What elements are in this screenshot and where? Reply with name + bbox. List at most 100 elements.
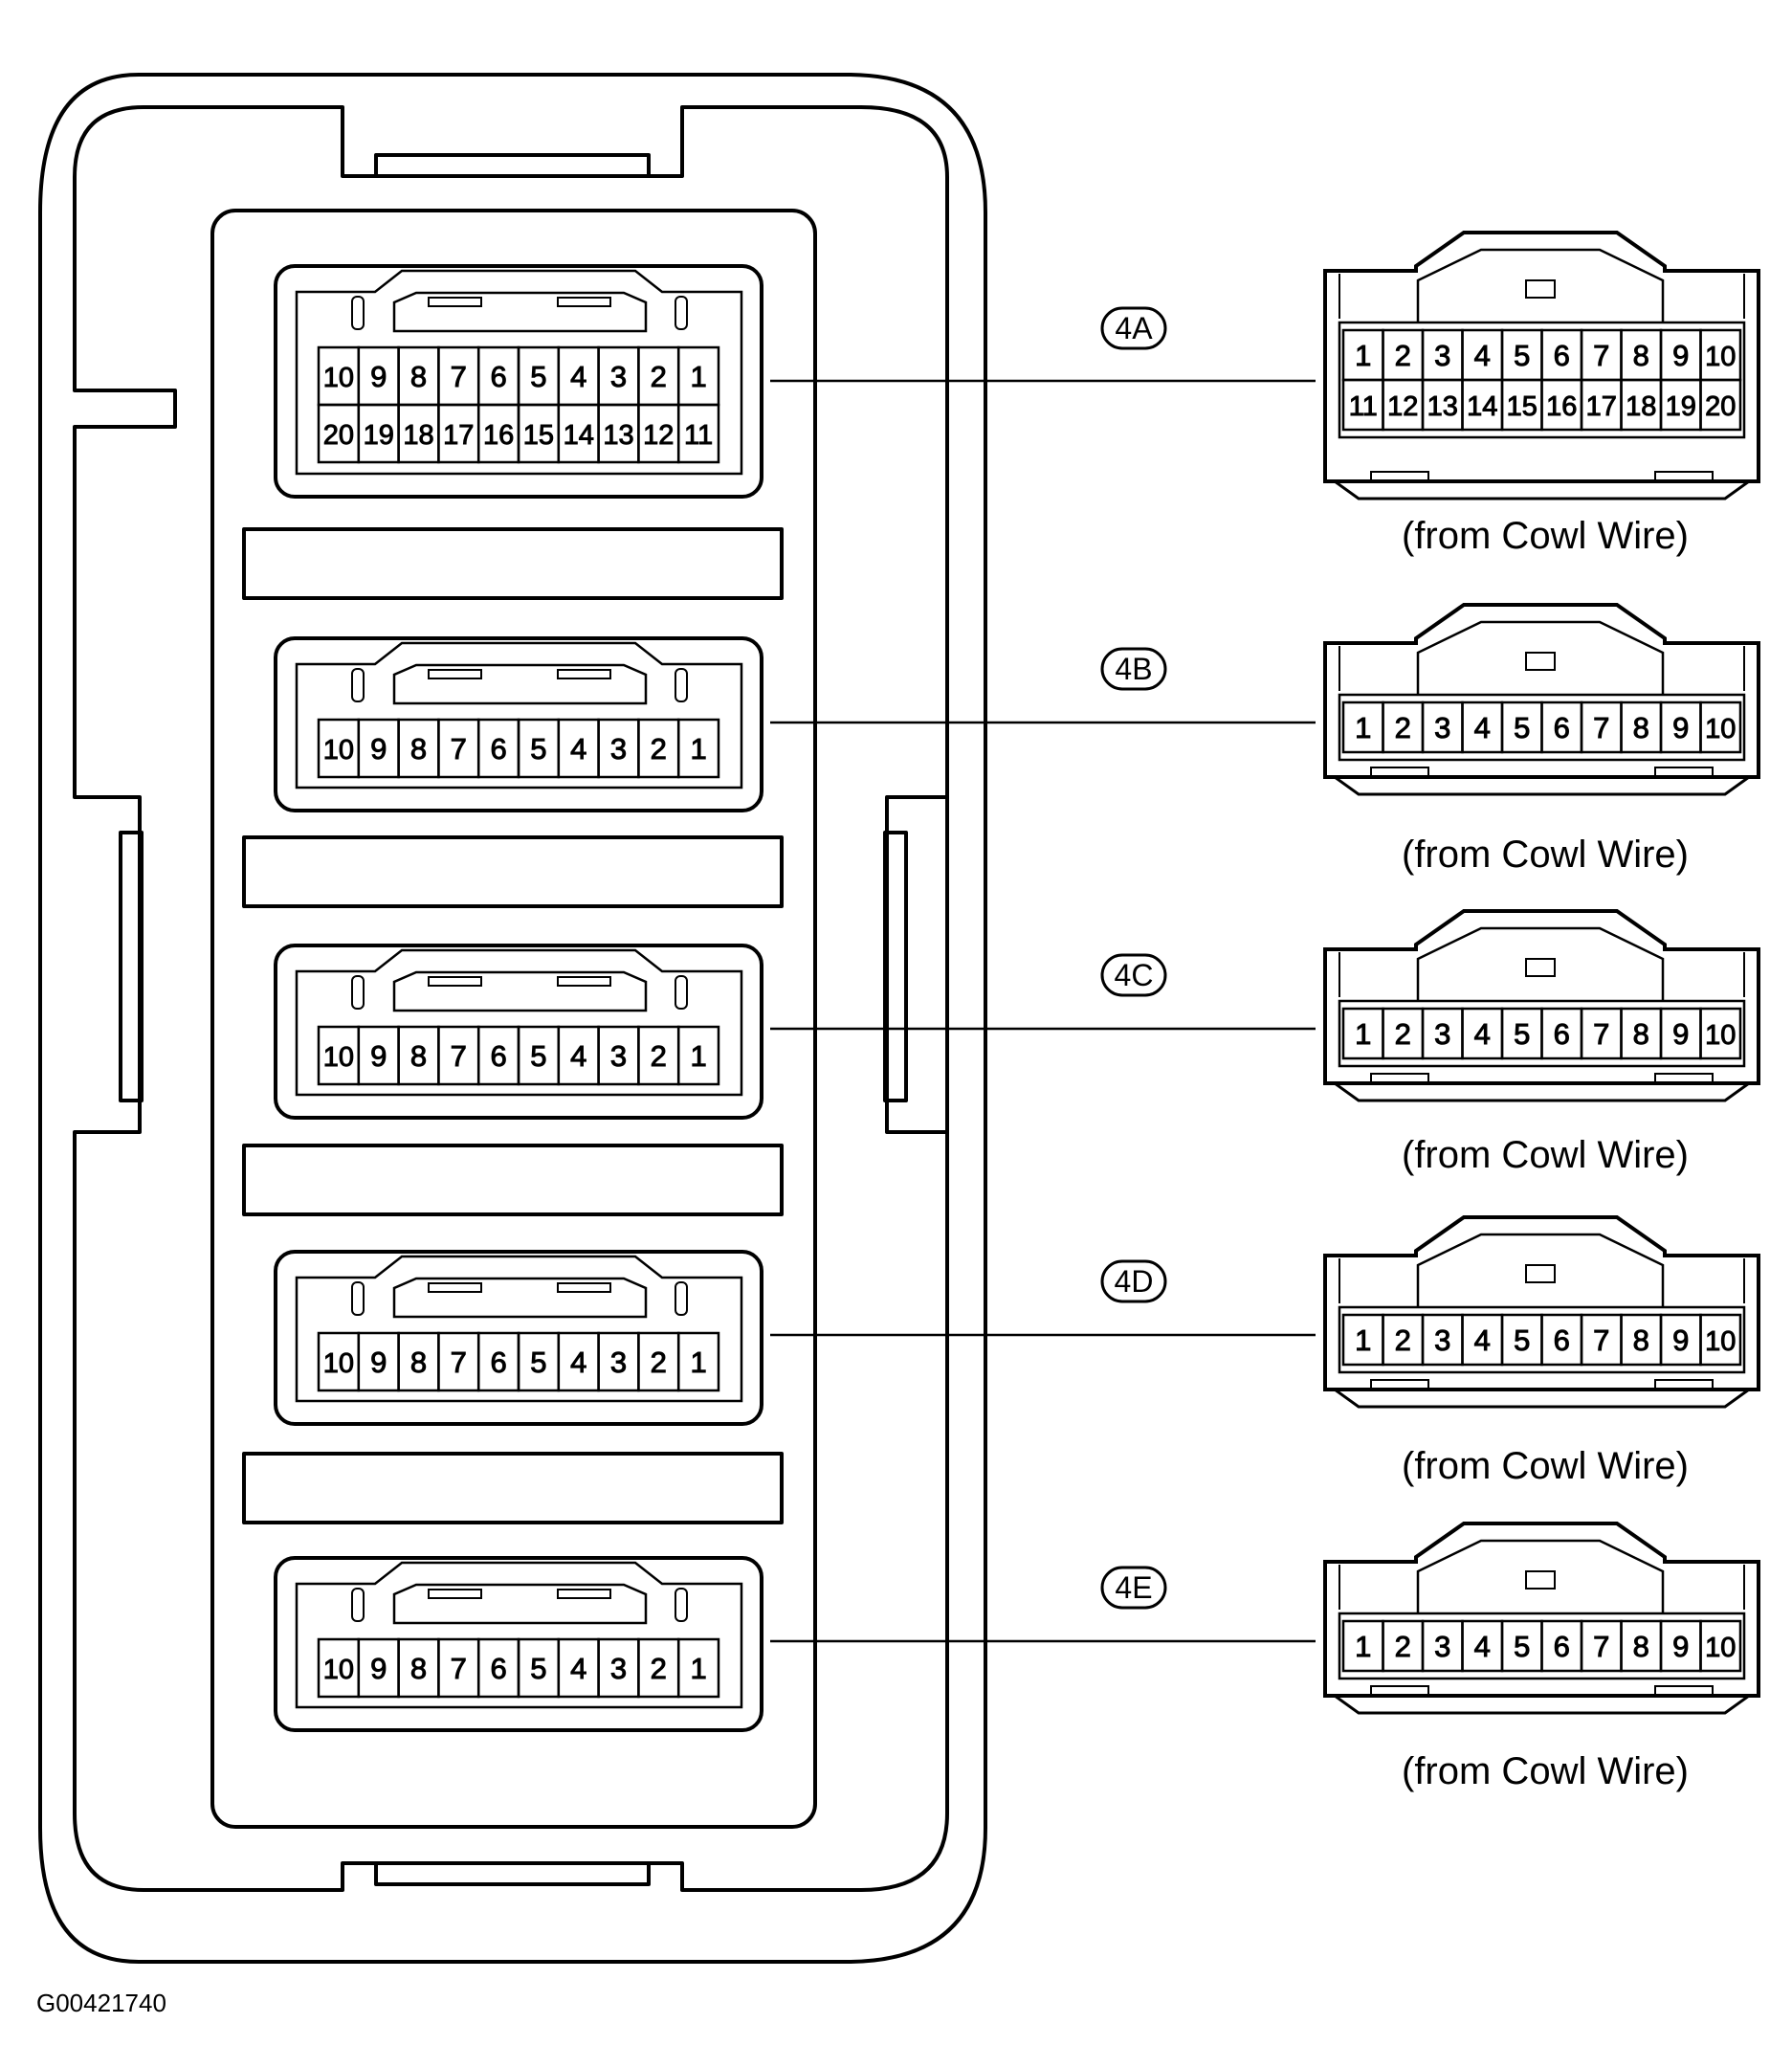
mating-pin-label: 8 xyxy=(1633,1630,1649,1663)
lock-slot xyxy=(1370,1379,1429,1390)
latch-slot xyxy=(428,1589,482,1599)
block-connector-outline xyxy=(274,1556,763,1732)
block-pin-label: 4 xyxy=(570,360,586,393)
block-pin-label: 5 xyxy=(530,1039,546,1073)
block-pin-label: 5 xyxy=(530,732,546,766)
block-pin-label: 4 xyxy=(570,1345,586,1379)
mating-connector-body xyxy=(1323,1522,1760,1698)
lock-slot xyxy=(1370,1685,1429,1697)
mating-pin-label: 1 xyxy=(1355,339,1371,372)
mating-pin-label: 3 xyxy=(1434,1630,1450,1663)
guide-post xyxy=(675,1281,688,1316)
connector-caption: (from Cowl Wire) xyxy=(1402,834,1689,876)
block-pin-cell xyxy=(676,1331,720,1392)
block-pin-label: 3 xyxy=(610,1652,627,1685)
mating-pin-label: 3 xyxy=(1434,339,1450,372)
lock-slot xyxy=(1370,1073,1429,1084)
block-pin-label: 9 xyxy=(370,360,387,393)
block-pin-label: 8 xyxy=(410,1039,427,1073)
block-pin-label: 4 xyxy=(570,732,586,766)
mating-pin-label: 8 xyxy=(1633,1017,1649,1051)
block-pin-label: 10 xyxy=(323,1348,354,1379)
block-pin-label: 8 xyxy=(410,360,427,393)
mating-pin-label: 2 xyxy=(1395,1017,1411,1051)
lock-slot xyxy=(1654,767,1714,778)
block-pin-label: 7 xyxy=(451,1039,467,1073)
mating-pin-label: 3 xyxy=(1434,1017,1450,1051)
connector-tag-bubble xyxy=(1100,953,1167,997)
figure-id: G00421740 xyxy=(36,1989,166,2017)
mating-pin-label: 16 xyxy=(1546,391,1577,422)
block-pin-cell xyxy=(676,718,720,779)
latch-hood xyxy=(1416,248,1665,323)
latch-slot xyxy=(557,297,611,307)
mating-pin-label: 10 xyxy=(1705,1326,1736,1357)
mating-pin-label: 4 xyxy=(1474,339,1491,372)
block-pin-label: 6 xyxy=(490,732,506,766)
block-pin-label: 5 xyxy=(530,360,546,393)
mating-pin-cell xyxy=(1699,700,1742,754)
block-pin-label: 6 xyxy=(490,1039,506,1073)
block-pin-label: 9 xyxy=(370,732,387,766)
latch xyxy=(392,970,648,1012)
block-pin-label: 12 xyxy=(643,420,674,451)
mating-pin-label: 4 xyxy=(1474,1630,1491,1663)
block-pin-label: 7 xyxy=(451,732,467,766)
guide-post xyxy=(675,1588,688,1622)
mating-pin-label: 4 xyxy=(1474,1323,1491,1357)
block-pin-label: 10 xyxy=(323,1655,354,1685)
block-pin-label: 9 xyxy=(370,1039,387,1073)
block-connector-outline xyxy=(274,1250,763,1426)
block-pin-label: 6 xyxy=(490,1652,506,1685)
lock-slot xyxy=(1370,471,1429,482)
mating-pin-label: 9 xyxy=(1672,711,1689,745)
mating-pin-label: 2 xyxy=(1395,339,1411,372)
block-pin-label: 1 xyxy=(690,1652,706,1685)
block-pin-cell xyxy=(676,403,720,464)
mating-pin-label: 8 xyxy=(1633,339,1649,372)
guide-post xyxy=(351,1281,365,1316)
pin-frame xyxy=(1338,999,1746,1068)
latch xyxy=(392,1583,648,1625)
mating-pin-label: 10 xyxy=(1705,1633,1736,1663)
skirt xyxy=(1334,1388,1750,1409)
block-connector-inner xyxy=(295,948,743,1097)
block-connector-outline xyxy=(274,636,763,812)
skirt xyxy=(1334,479,1750,500)
mating-connector-body xyxy=(1323,909,1760,1085)
pin-frame xyxy=(1338,1305,1746,1374)
mating-pin-label: 20 xyxy=(1705,391,1736,422)
block-pin-label: 1 xyxy=(690,1345,706,1379)
mating-pin-label: 2 xyxy=(1395,711,1411,745)
mating-pin-label: 6 xyxy=(1554,1017,1570,1051)
connector-tag-bubble xyxy=(1100,647,1167,691)
block-pin-label: 3 xyxy=(610,360,627,393)
mating-pin-label: 3 xyxy=(1434,1323,1450,1357)
block-pin-label: 10 xyxy=(323,1042,354,1073)
mating-pin-label: 9 xyxy=(1672,1017,1689,1051)
latch-tab xyxy=(1525,652,1556,671)
mating-pin-label: 9 xyxy=(1672,1323,1689,1357)
latch-slot xyxy=(557,976,611,987)
leader-lines xyxy=(770,379,1316,1643)
mating-pin-cell xyxy=(1699,378,1742,432)
latch-hood xyxy=(1416,1539,1665,1614)
mating-pin-label: 7 xyxy=(1593,339,1609,372)
mating-pin-label: 18 xyxy=(1626,391,1656,422)
latch-slot xyxy=(428,669,482,679)
block-pin-label: 2 xyxy=(651,360,667,393)
block-pin-label: 19 xyxy=(364,420,394,451)
mating-pin-label: 5 xyxy=(1514,1630,1530,1663)
mating-pin-label: 4 xyxy=(1474,711,1491,745)
block-connector-outline xyxy=(274,264,763,499)
mating-pin-label: 5 xyxy=(1514,339,1530,372)
mating-pin-label: 7 xyxy=(1593,1630,1609,1663)
latch-slot xyxy=(557,1282,611,1293)
mating-pin-label: 14 xyxy=(1467,391,1497,422)
block-pin-label: 14 xyxy=(564,420,594,451)
